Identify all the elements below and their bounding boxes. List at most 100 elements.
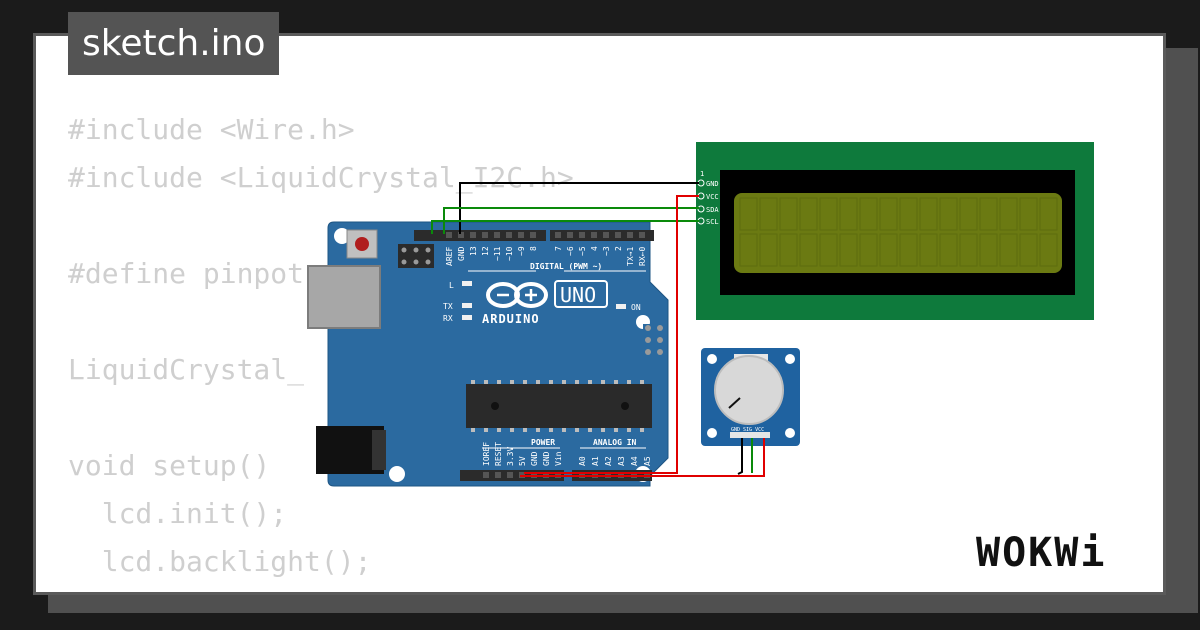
- lcd-cell: [899, 197, 918, 231]
- dc-power-jack: [316, 426, 386, 474]
- led-on: [616, 304, 626, 309]
- lcd-module[interactable]: 1 GND VCC SDA SCL: [696, 142, 1094, 320]
- digital-pin[interactable]: [579, 232, 585, 238]
- lcd-cell: [919, 197, 938, 231]
- led-tx-label: TX: [443, 302, 453, 311]
- chip-pin: [497, 428, 501, 432]
- lcd-cell: [859, 233, 878, 267]
- digital-pin-label: 2: [614, 246, 623, 251]
- digital-pin-label: RX←0: [638, 247, 647, 266]
- power-pin-label: RESET: [494, 442, 503, 466]
- lcd-pin-label: SDA: [706, 206, 719, 214]
- mount-hole: [389, 466, 405, 482]
- chip-pin: [510, 380, 514, 384]
- lcd-cell: [979, 233, 998, 267]
- wire-gnd[interactable]: [459, 182, 699, 234]
- pot-pin-labels: GND SIG VCC: [731, 427, 764, 433]
- lcd-cell: [779, 197, 798, 231]
- digital-pin[interactable]: [530, 232, 536, 238]
- icsp2-header: [643, 324, 667, 360]
- wire-pot-gnd[interactable]: [737, 438, 743, 475]
- chip-pin: [523, 428, 527, 432]
- wire-sda[interactable]: [443, 207, 699, 234]
- lcd-character-grid: [739, 197, 1058, 267]
- chip-pin: [510, 428, 514, 432]
- pot-pin-strip: [730, 432, 770, 438]
- power-pin[interactable]: [507, 472, 513, 478]
- digital-pin-label: ~5: [578, 246, 587, 256]
- power-pin[interactable]: [483, 472, 489, 478]
- power-pin-label: IOREF: [482, 442, 491, 466]
- reset-button[interactable]: [346, 229, 378, 259]
- wire-pot-vcc[interactable]: [520, 438, 765, 477]
- icsp-header: [398, 244, 434, 268]
- chip-pin: [484, 380, 488, 384]
- digital-pin[interactable]: [494, 232, 500, 238]
- chip-pin: [549, 428, 553, 432]
- arduino-logo: [486, 282, 548, 308]
- led-l: [462, 281, 472, 286]
- potentiometer[interactable]: GND SIG VCC: [701, 348, 800, 446]
- chip-pin: [471, 380, 475, 384]
- digital-pin-header: [414, 230, 654, 241]
- code-line: lcd.backlight();: [68, 545, 372, 578]
- digital-pin[interactable]: [470, 232, 476, 238]
- chip-pin: [497, 380, 501, 384]
- lcd-cell: [999, 197, 1018, 231]
- lcd-screen: [734, 193, 1062, 273]
- lcd-cell: [1039, 197, 1058, 231]
- lcd-cell: [739, 197, 758, 231]
- wire-scl[interactable]: [431, 220, 699, 234]
- lcd-cell: [919, 233, 938, 267]
- digital-pin[interactable]: [603, 232, 609, 238]
- mount-hole: [785, 354, 795, 364]
- digital-pin[interactable]: [482, 232, 488, 238]
- digital-pin[interactable]: [591, 232, 597, 238]
- digital-label: DIGITAL (PWM ~): [530, 262, 602, 271]
- file-tab[interactable]: sketch.ino: [68, 12, 280, 75]
- digital-pin[interactable]: [555, 232, 561, 238]
- lcd-cell: [819, 233, 838, 267]
- digital-pin[interactable]: [615, 232, 621, 238]
- digital-pin[interactable]: [458, 232, 464, 238]
- pot-knob[interactable]: [714, 355, 784, 425]
- digital-pin[interactable]: [627, 232, 633, 238]
- digital-pin[interactable]: [446, 232, 452, 238]
- code-editor: #include <Wire.h>#include <LiquidCrystal…: [68, 106, 658, 592]
- pot-knob-indicator: [728, 397, 741, 409]
- digital-pin[interactable]: [518, 232, 524, 238]
- analog-pin-label: A2: [604, 456, 613, 466]
- led-rx-label: RX: [443, 314, 453, 323]
- power-pin[interactable]: [495, 472, 501, 478]
- brand-label: ARDUINO: [482, 312, 540, 326]
- power-pin-label: 3.3V: [506, 447, 515, 466]
- lcd-cell: [959, 197, 978, 231]
- chip-pin: [523, 380, 527, 384]
- led-rx: [462, 315, 472, 320]
- analog-pin-label: A0: [578, 456, 587, 466]
- lcd-cell: [979, 197, 998, 231]
- digital-pin-label: ~11: [493, 246, 502, 261]
- digital-pin[interactable]: [567, 232, 573, 238]
- chip-pin: [536, 380, 540, 384]
- chip-pin: [575, 428, 579, 432]
- power-pin-label: GND: [542, 451, 551, 466]
- digital-pin-label: AREF: [445, 247, 454, 266]
- code-line: lcd.init();: [68, 497, 288, 530]
- chip-pin: [601, 380, 605, 384]
- lcd-cell: [959, 233, 978, 267]
- lcd-cell: [739, 233, 758, 267]
- digital-pin-label: TX→1: [626, 247, 635, 266]
- digital-pin[interactable]: [639, 232, 645, 238]
- led-on-label: ON: [631, 303, 641, 312]
- digital-pin-label: GND: [457, 246, 466, 261]
- mount-hole: [707, 354, 717, 364]
- digital-pin[interactable]: [506, 232, 512, 238]
- chip-pin: [627, 428, 631, 432]
- wire-lcd-vcc[interactable]: [524, 195, 699, 474]
- lcd-pin-label: VCC: [706, 193, 719, 201]
- digital-pin-label: 12: [481, 246, 490, 256]
